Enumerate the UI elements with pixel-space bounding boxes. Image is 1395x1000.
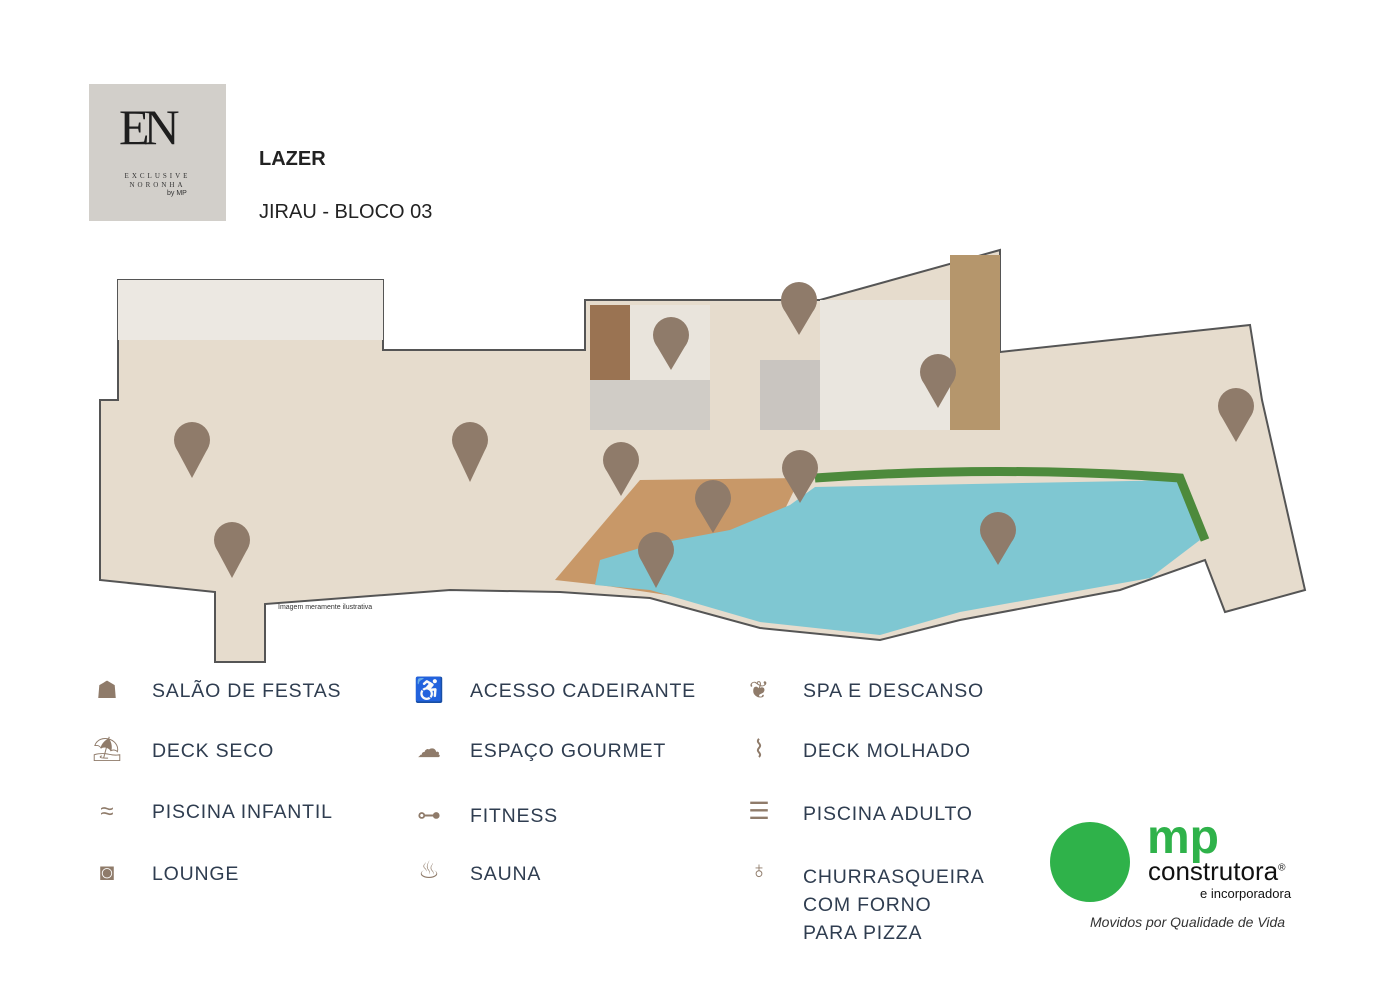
mp-logo-emblem — [1050, 822, 1130, 902]
armchair-icon: ◙ — [99, 859, 115, 886]
registered-mark: ® — [1278, 862, 1286, 874]
marker-piscina-infantil — [638, 532, 674, 588]
pool-ladder-icon: ☰ — [748, 798, 770, 825]
marker-spa — [653, 317, 689, 370]
spa-deck — [590, 305, 630, 380]
logo-line1: EXCLUSIVE — [124, 172, 191, 180]
illustrative-note: Imagem meramente ilustrativa — [278, 604, 373, 611]
party-hall-icon: ☗ — [96, 677, 118, 704]
legend-label: PISCINA ADULTO — [803, 803, 973, 825]
legend-label: DECK MOLHADO — [803, 740, 971, 762]
elevator — [760, 360, 820, 430]
sun-lounger-icon: ⌇ — [753, 736, 765, 763]
marker-salao-de-festas — [452, 422, 488, 482]
markers — [174, 282, 1254, 588]
mp-logo-word: construtora® — [1148, 856, 1285, 887]
legend-label: PISCINA INFANTIL — [152, 801, 333, 823]
logo-line2: NORONHA — [129, 181, 186, 189]
marker-acesso-cadeirante — [603, 442, 639, 496]
marker-espaco-gourmet — [174, 422, 210, 478]
legend-label: LOUNGE — [152, 863, 240, 885]
logo-monogram: EN — [119, 99, 180, 155]
page-subtitle: JIRAU - BLOCO 03 — [259, 201, 433, 223]
legend-label: ACESSO CADEIRANTE — [470, 680, 696, 702]
legend-label: CHURRASQUEIRA COM FORNO PARA PIZZA — [803, 866, 985, 944]
logo-by: by MP — [167, 190, 187, 197]
exclusive-noronha-logo: EN EXCLUSIVE NORONHA by MP — [89, 84, 226, 221]
stairs — [590, 380, 710, 430]
pool — [595, 480, 1200, 635]
marker-piscina-adulto — [980, 512, 1016, 565]
marker-fitness — [920, 354, 956, 408]
mp-logo-name: mp — [1147, 811, 1219, 864]
legend-label: SPA E DESCANSO — [803, 680, 984, 702]
umbrella-deck-icon: ⛱ — [91, 736, 123, 763]
mp-logo-sub: e incorporadora — [1200, 886, 1292, 901]
mp-logo-slogan: Movidos por Qualidade de Vida — [1090, 914, 1286, 930]
marker-deck-seco — [695, 480, 731, 533]
page-title: LAZER — [259, 148, 326, 170]
marker-sauna — [781, 282, 817, 335]
legend-label: DECK SECO — [152, 740, 275, 762]
marker-lounge — [214, 522, 250, 578]
marker-churrasqueira — [1218, 388, 1254, 442]
wheelchair-icon: ♿ — [414, 677, 444, 704]
legend-label: ESPAÇO GOURMET — [470, 740, 667, 762]
lotus-icon: ❦ — [748, 677, 770, 704]
garden-hedge — [814, 467, 1210, 542]
legend-label: SAUNA — [470, 863, 542, 885]
marker-deck-molhado — [782, 450, 818, 503]
mp-logo-word-text: construtora — [1148, 856, 1279, 886]
fitness-wood-floor — [950, 255, 1000, 430]
legend-label: SALÃO DE FESTAS — [152, 680, 342, 702]
swimmer-icon: ≈ — [100, 798, 114, 825]
chef-hat-icon: ☁ — [417, 736, 441, 763]
mp-construtora-logo: mp construtora® e incorporadora Movidos … — [1050, 811, 1330, 940]
legend-label: FITNESS — [470, 805, 558, 827]
dumbbell-icon: ⊶ — [417, 802, 441, 829]
sauna-icon: ♨ — [418, 857, 440, 884]
service-area — [118, 280, 383, 340]
grill-icon: ♁ — [750, 857, 768, 884]
floor-plan — [99, 248, 1307, 663]
